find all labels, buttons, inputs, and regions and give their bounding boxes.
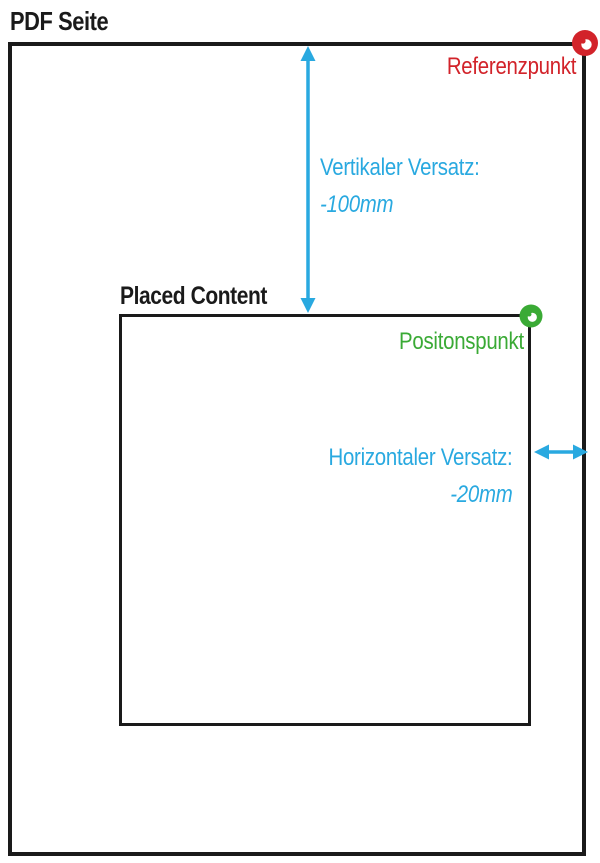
vertical-offset-value: -100mm: [320, 191, 394, 218]
horizontal-offset-caption: Horizontaler Versatz: -20mm: [328, 439, 512, 513]
vertical-offset-label: Vertikaler Versatz:: [320, 154, 480, 181]
placed-content-label: Placed Content: [120, 282, 267, 310]
placed-content-box: [119, 314, 531, 726]
horizontal-offset-value: -20mm: [449, 481, 512, 508]
pdf-page-label: PDF Seite: [10, 6, 109, 36]
position-point-label: Positonspunkt: [399, 328, 524, 355]
reference-point-label: Referenzpunkt: [446, 53, 577, 80]
vertical-offset-caption: Vertikaler Versatz: -100mm: [320, 149, 480, 223]
horizontal-offset-label: Horizontaler Versatz:: [328, 444, 512, 471]
